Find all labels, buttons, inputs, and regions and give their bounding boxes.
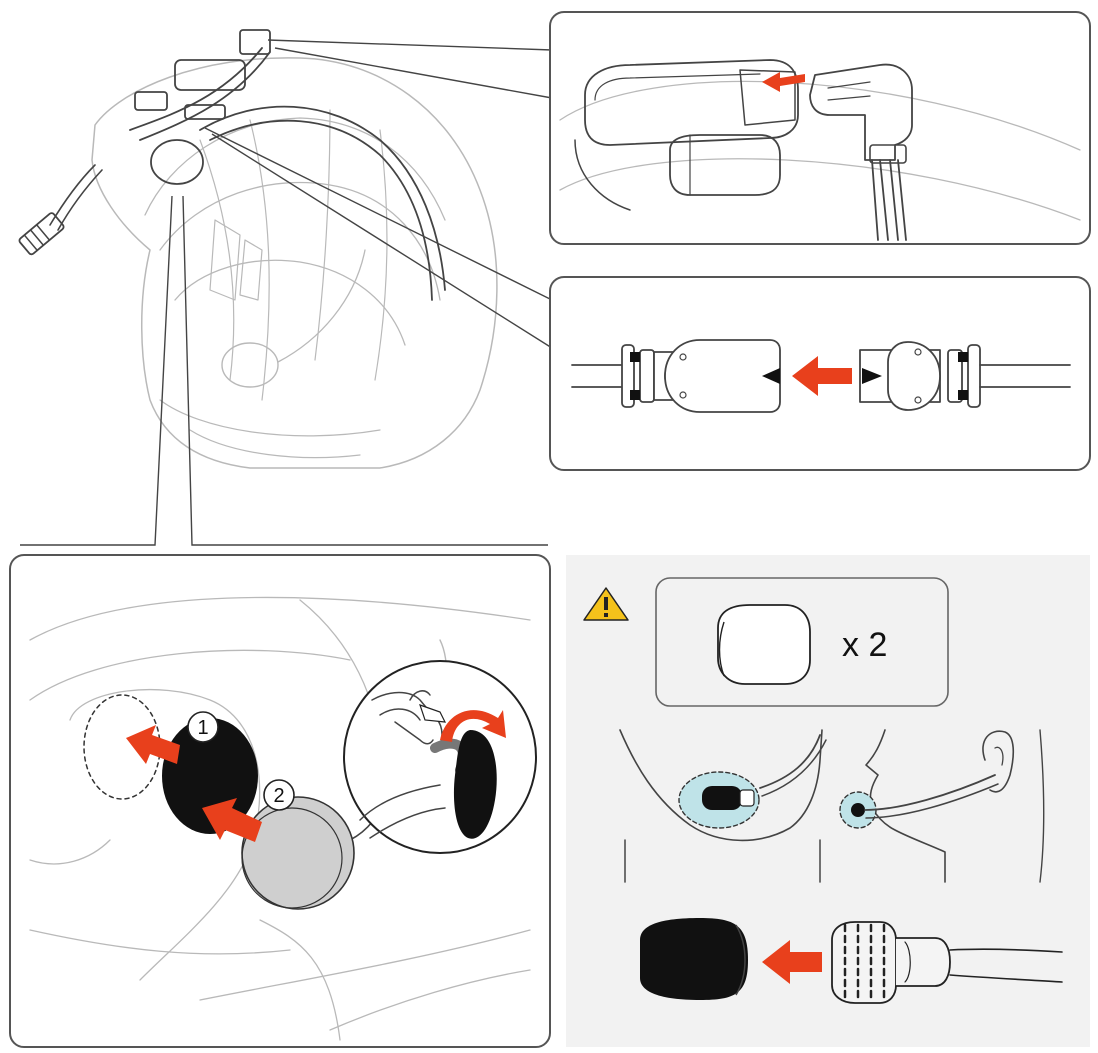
microphone-tip — [831, 921, 1063, 1004]
arrow-icon — [792, 356, 852, 396]
arrow-icon — [126, 725, 180, 764]
step-2-marker: 2 — [263, 779, 295, 811]
curved-arrow-icon — [440, 710, 506, 742]
cable-joint-panel — [549, 276, 1091, 471]
step-1-marker: 1 — [187, 711, 219, 743]
speaker — [241, 796, 355, 910]
warning-triangle-icon — [583, 587, 629, 621]
helmet-overview — [18, 29, 498, 469]
face-side-view — [839, 729, 1045, 883]
svg-text:2: 2 — [273, 785, 284, 807]
velcro-pad — [162, 718, 258, 834]
foam-cover — [640, 918, 748, 1000]
detail-magnifier — [343, 660, 537, 854]
arrow-icon — [202, 798, 262, 842]
face-front-view — [619, 729, 827, 883]
adhesive-pad-icon — [717, 604, 811, 685]
quantity-label: x 2 — [842, 626, 887, 664]
microphone-notes-panel: x 2 — [566, 555, 1090, 1047]
leader-lines — [20, 39, 553, 546]
svg-text:1: 1 — [197, 717, 208, 739]
connector-detail-panel — [549, 11, 1091, 245]
arrow-icon — [762, 72, 805, 92]
arrow-icon — [762, 940, 822, 984]
pad-installation-panel: 1 2 — [9, 554, 551, 1048]
